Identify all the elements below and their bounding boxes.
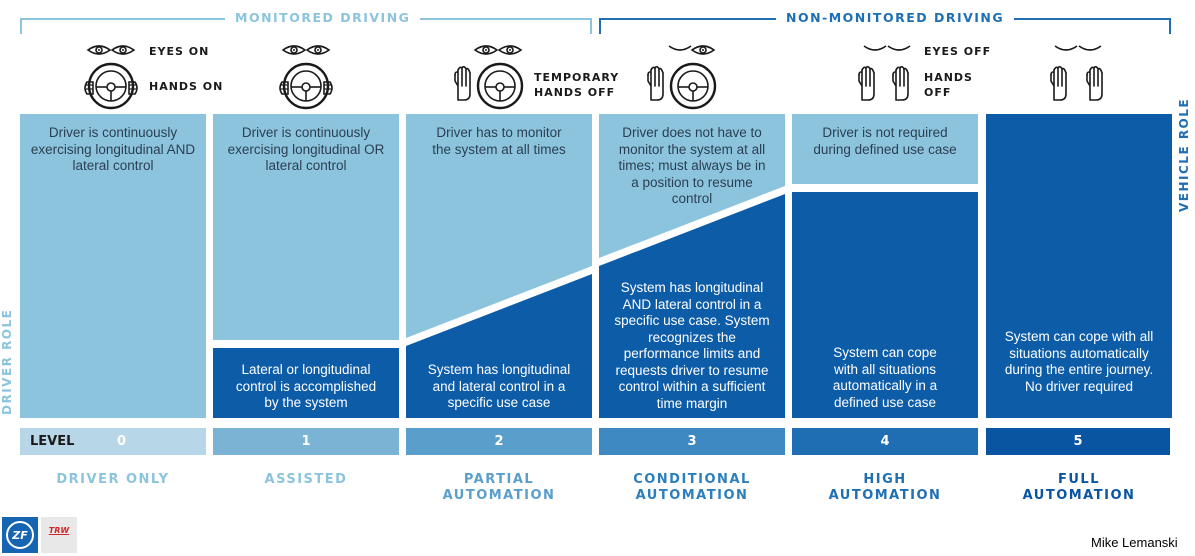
- hands-off-temp-label: HANDS OFF: [534, 86, 616, 99]
- level-bar-3: 3: [599, 428, 785, 455]
- level-name-1: ASSISTED: [264, 472, 348, 487]
- level-3-split: [599, 114, 785, 418]
- eyes-off-label: EYES OFF: [924, 45, 992, 58]
- level-number-4: 4: [880, 434, 890, 449]
- driver-role-text-4: Driver is not required during defined us…: [813, 125, 957, 157]
- vehicle-role-text-3: System has longitudinal AND lateral cont…: [614, 280, 770, 411]
- zf-logo: ZF: [2, 517, 38, 553]
- level-bar-0: LEVEL 0: [20, 428, 206, 455]
- eyes-off-icon-5: [1054, 45, 1102, 51]
- driver-role-text-0: Driver is continuously exercising longit…: [30, 125, 196, 173]
- hands-on-wheel-icon-0: [85, 64, 137, 108]
- driver-role-panel-0: [20, 114, 206, 418]
- driver-role-panel-1: [213, 114, 399, 340]
- hands-off-icon-4: [858, 65, 909, 101]
- eye-half-icon-3: [668, 45, 715, 55]
- level-word: LEVEL: [30, 434, 75, 449]
- level-0-column: Driver is continuously exercising longit…: [20, 114, 206, 418]
- level-name-0: DRIVER ONLY: [56, 472, 170, 487]
- level-bar-4: 4: [792, 428, 978, 455]
- trw-logo: TRW: [41, 517, 77, 553]
- vehicle-role-panel-5: [986, 114, 1172, 418]
- vehicle-role-text-4: System can cope with all situations auto…: [832, 345, 938, 410]
- wheel-icon-3: [669, 62, 717, 110]
- vehicle-role-text-2: System has longitudinal and lateral cont…: [427, 362, 571, 410]
- level-number-0: 0: [117, 434, 127, 449]
- driver-role-panel-4: [792, 114, 978, 184]
- level-2-column: Driver has to monitor the system at all …: [406, 114, 592, 418]
- level-5-column: System can cope with all situations auto…: [986, 114, 1172, 418]
- vehicle-role-panel-4: [792, 192, 978, 418]
- driver-role-side-label: DRIVER ROLE: [0, 308, 14, 415]
- eyes-on-label: EYES ON: [149, 45, 210, 58]
- off-label: OFF: [924, 86, 952, 99]
- vehicle-role-text-5: System can cope with all situations auto…: [1004, 329, 1154, 394]
- temporary-label: TEMPORARY: [534, 71, 620, 84]
- level-3-column: Driver does not have to monitor the syst…: [599, 114, 785, 418]
- level-1-column: Driver is continuously exercising longit…: [213, 114, 399, 418]
- hands-on-wheel-icon-1: [280, 64, 332, 108]
- driver-role-text-1: Driver is continuously exercising longit…: [227, 125, 385, 173]
- level-number-2: 2: [494, 434, 504, 449]
- hands-label: HANDS: [924, 71, 973, 84]
- level-bar-2: 2: [406, 428, 592, 455]
- hands-off-icon-5: [1050, 65, 1103, 101]
- driver-role-text-2: Driver has to monitor the system at all …: [432, 125, 566, 157]
- vehicle-role-text-1: Lateral or longitudinal control is accom…: [235, 362, 377, 410]
- level-2-split: [406, 114, 592, 418]
- eyes-on-icon-0: [87, 45, 135, 55]
- trw-logo-text: TRW: [48, 526, 70, 535]
- level-bar-5: 5: [986, 428, 1170, 455]
- eyes-off-icon-4: [863, 45, 911, 51]
- non-monitored-driving-label: NON-MONITORED DRIVING: [776, 10, 1015, 25]
- hand-icon-2: [454, 65, 471, 101]
- level-bar-1: 1: [213, 428, 399, 455]
- hands-on-label: HANDS ON: [149, 80, 224, 93]
- level-4-column: Driver is not required during defined us…: [792, 114, 978, 418]
- vehicle-role-panel-1: [213, 348, 399, 418]
- driver-role-text-3: Driver does not have to monitor the syst…: [618, 125, 766, 206]
- monitored-driving-label: MONITORED DRIVING: [225, 10, 421, 25]
- level-number-5: 5: [1073, 434, 1083, 449]
- level-number-1: 1: [301, 434, 311, 449]
- zf-logo-text: ZF: [6, 521, 34, 549]
- hand-icon-3: [647, 65, 664, 101]
- eyes-on-icon-1: [282, 45, 330, 55]
- eyes-on-icon-2: [474, 45, 522, 55]
- level-number-3: 3: [687, 434, 697, 449]
- vehicle-role-side-label: VEHICLE ROLE: [1177, 97, 1191, 212]
- wheel-icon-2: [476, 62, 524, 110]
- credit-text: Mike Lemanski: [1091, 535, 1178, 550]
